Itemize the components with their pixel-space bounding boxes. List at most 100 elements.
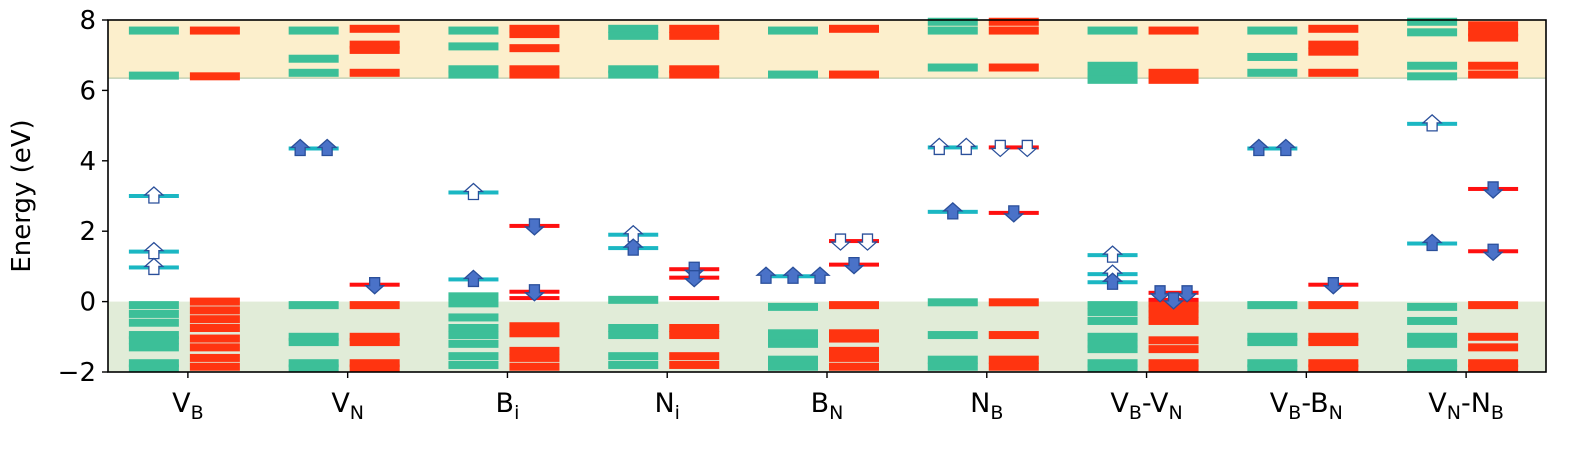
- spin-down-band-level: [189, 306, 240, 315]
- spin-down-band-level: [1148, 316, 1199, 325]
- spin-down-band-level: [1308, 359, 1359, 368]
- spin-up-band-level: [608, 295, 659, 304]
- spin-down-band-level: [509, 30, 560, 39]
- spin-up-occupied-arrow: [1101, 272, 1124, 290]
- spin-down-occupied-arrow: [1322, 277, 1345, 295]
- spin-down-band-level: [189, 26, 240, 35]
- spin-up-band-level: [1247, 338, 1298, 347]
- spin-up-band-level: [1087, 75, 1138, 84]
- spin-down-occupied-arrow: [363, 277, 386, 295]
- y-tick-label: 8: [79, 6, 96, 36]
- spin-down-band-level: [189, 324, 240, 332]
- spin-down-band-level: [1148, 309, 1199, 318]
- spin-up-band-level: [927, 298, 978, 307]
- spin-up-unoccupied-arrow: [143, 257, 165, 276]
- x-tick-label: VB-VN: [1110, 388, 1182, 424]
- spin-up-occupied-arrow: [1248, 138, 1270, 157]
- spin-down-band-level: [829, 353, 879, 362]
- spin-up-band-level: [1407, 339, 1458, 348]
- spin-up-band-level: [448, 352, 499, 361]
- spin-up-band-level: [128, 26, 179, 35]
- spin-down-band-level: [1148, 359, 1199, 368]
- spin-up-unoccupied-arrow: [928, 137, 950, 156]
- spin-up-defect-level: [1247, 146, 1298, 151]
- spin-up-band-level: [608, 352, 659, 361]
- spin-up-band-level: [927, 17, 978, 26]
- spin-down-defect-level: [988, 145, 1039, 150]
- spin-up-band-level: [1247, 52, 1298, 61]
- x-tick-label: NB: [970, 388, 1003, 424]
- spin-up-band-level: [448, 70, 499, 79]
- spin-down-band-level: [189, 362, 240, 371]
- spin-up-band-level: [448, 26, 499, 35]
- spin-up-band-level: [128, 343, 179, 352]
- spin-up-band-level: [1087, 339, 1138, 348]
- spin-up-band-level: [448, 339, 499, 348]
- spin-up-band-level: [288, 54, 339, 63]
- spin-down-band-level: [189, 343, 240, 352]
- spin-down-band-level: [509, 44, 560, 53]
- spin-up-band-level: [1407, 332, 1458, 341]
- spin-down-band-level: [669, 360, 720, 369]
- spin-down-band-level: [829, 329, 879, 338]
- spin-down-band-level: [669, 352, 720, 361]
- spin-down-occupied-arrow: [523, 218, 546, 236]
- spin-down-band-level: [1148, 75, 1199, 84]
- x-tick-label: VB: [172, 388, 204, 424]
- spin-up-band-level: [768, 362, 818, 371]
- spin-up-band-level: [1087, 332, 1138, 341]
- spin-down-band-level: [349, 332, 400, 341]
- spin-up-band-level: [1247, 26, 1298, 35]
- spin-down-band-level: [509, 346, 560, 355]
- spin-up-band-level: [1407, 359, 1458, 368]
- spin-down-band-level: [509, 329, 560, 338]
- spin-down-occupied-arrow: [1162, 292, 1185, 310]
- spin-down-unoccupied-arrow: [1016, 139, 1038, 158]
- spin-up-band-level: [1087, 301, 1138, 310]
- spin-down-band-level: [1148, 364, 1199, 373]
- spin-up-band-level: [128, 318, 179, 327]
- spin-up-band-level: [128, 301, 179, 310]
- spin-up-band-level: [1407, 316, 1458, 325]
- spin-down-band-level: [1148, 336, 1199, 345]
- spin-up-band-level: [128, 71, 179, 80]
- spin-down-band-level: [509, 353, 560, 362]
- band-regions: [108, 20, 1546, 373]
- spin-down-band-level: [1468, 33, 1519, 42]
- spin-up-band-level: [1407, 28, 1458, 37]
- spin-up-band-level: [448, 42, 499, 51]
- spin-up-occupied-arrow: [809, 266, 831, 284]
- spin-up-band-level: [768, 26, 818, 35]
- spin-down-band-level: [669, 24, 720, 33]
- spin-up-band-level: [927, 331, 978, 340]
- spin-down-band-level: [1308, 364, 1359, 373]
- spin-up-band-level: [1407, 364, 1458, 373]
- spin-down-band-level: [509, 322, 560, 331]
- spin-down-band-level: [829, 334, 879, 343]
- valence-band-region: [108, 301, 1546, 372]
- spin-up-band-level: [927, 362, 978, 371]
- spin-down-occupied-arrow: [1482, 243, 1504, 262]
- spin-up-occupied-arrow: [755, 266, 777, 284]
- spin-down-band-level: [189, 334, 240, 343]
- spin-down-band-level: [1148, 26, 1199, 35]
- spin-down-band-level: [1468, 21, 1519, 30]
- spin-down-occupied-arrow: [843, 256, 865, 275]
- spin-down-band-level: [189, 315, 240, 324]
- spin-up-band-level: [448, 313, 499, 322]
- spin-up-band-level: [288, 332, 339, 341]
- spin-down-band-level: [1468, 61, 1519, 70]
- spin-up-band-level: [288, 68, 339, 77]
- spin-down-band-level: [829, 362, 879, 371]
- spin-up-band-level: [1247, 68, 1298, 77]
- spin-up-band-level: [1407, 17, 1458, 26]
- spin-up-band-level: [288, 359, 339, 368]
- spin-down-band-level: [1468, 332, 1519, 341]
- spin-down-band-level: [349, 338, 400, 347]
- spin-down-band-level: [349, 24, 400, 33]
- spin-up-band-level: [128, 359, 179, 368]
- spin-up-band-level: [1247, 332, 1298, 341]
- spin-up-band-level: [768, 339, 818, 348]
- spin-down-band-level: [1468, 70, 1519, 79]
